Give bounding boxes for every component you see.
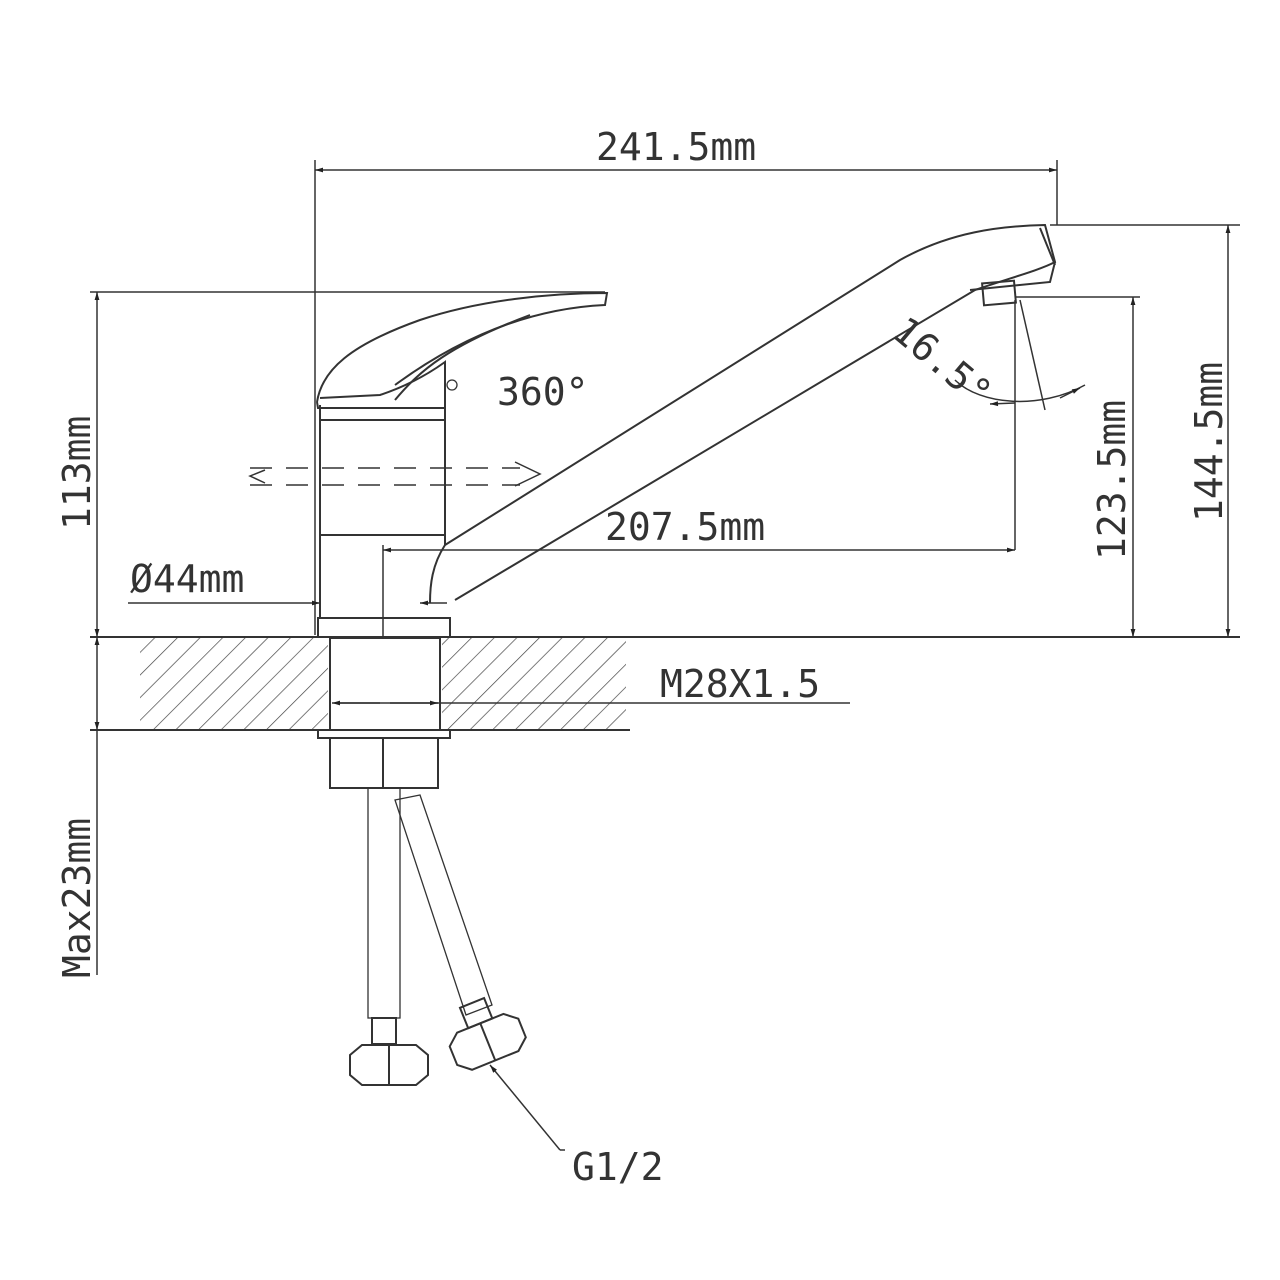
- countertop: [90, 636, 1240, 731]
- handle-height-label: 113mm: [55, 416, 99, 530]
- hose-connection-label: G1/2: [572, 1145, 664, 1189]
- thread-label: M28X1.5: [660, 662, 820, 706]
- threaded-shank: [317, 637, 451, 789]
- base-diameter-label: Ø44mm: [130, 557, 244, 601]
- overall-length-label: 241.5mm: [596, 125, 756, 169]
- lever-handle: [316, 291, 609, 409]
- dimension-lines: [90, 160, 1240, 1151]
- spout-reach-label: 207.5mm: [605, 505, 765, 549]
- max-thickness-label: Max23mm: [55, 818, 99, 978]
- faucet-body: [317, 405, 451, 638]
- aerator-height-label: 123.5mm: [1090, 400, 1134, 560]
- rotation-label: 360°: [497, 370, 589, 414]
- supply-hoses: [349, 787, 527, 1086]
- spout-angle-label: 16.5°: [884, 308, 1000, 415]
- rotation-indicator: [248, 461, 542, 487]
- overall-height-label: 144.5mm: [1187, 362, 1231, 522]
